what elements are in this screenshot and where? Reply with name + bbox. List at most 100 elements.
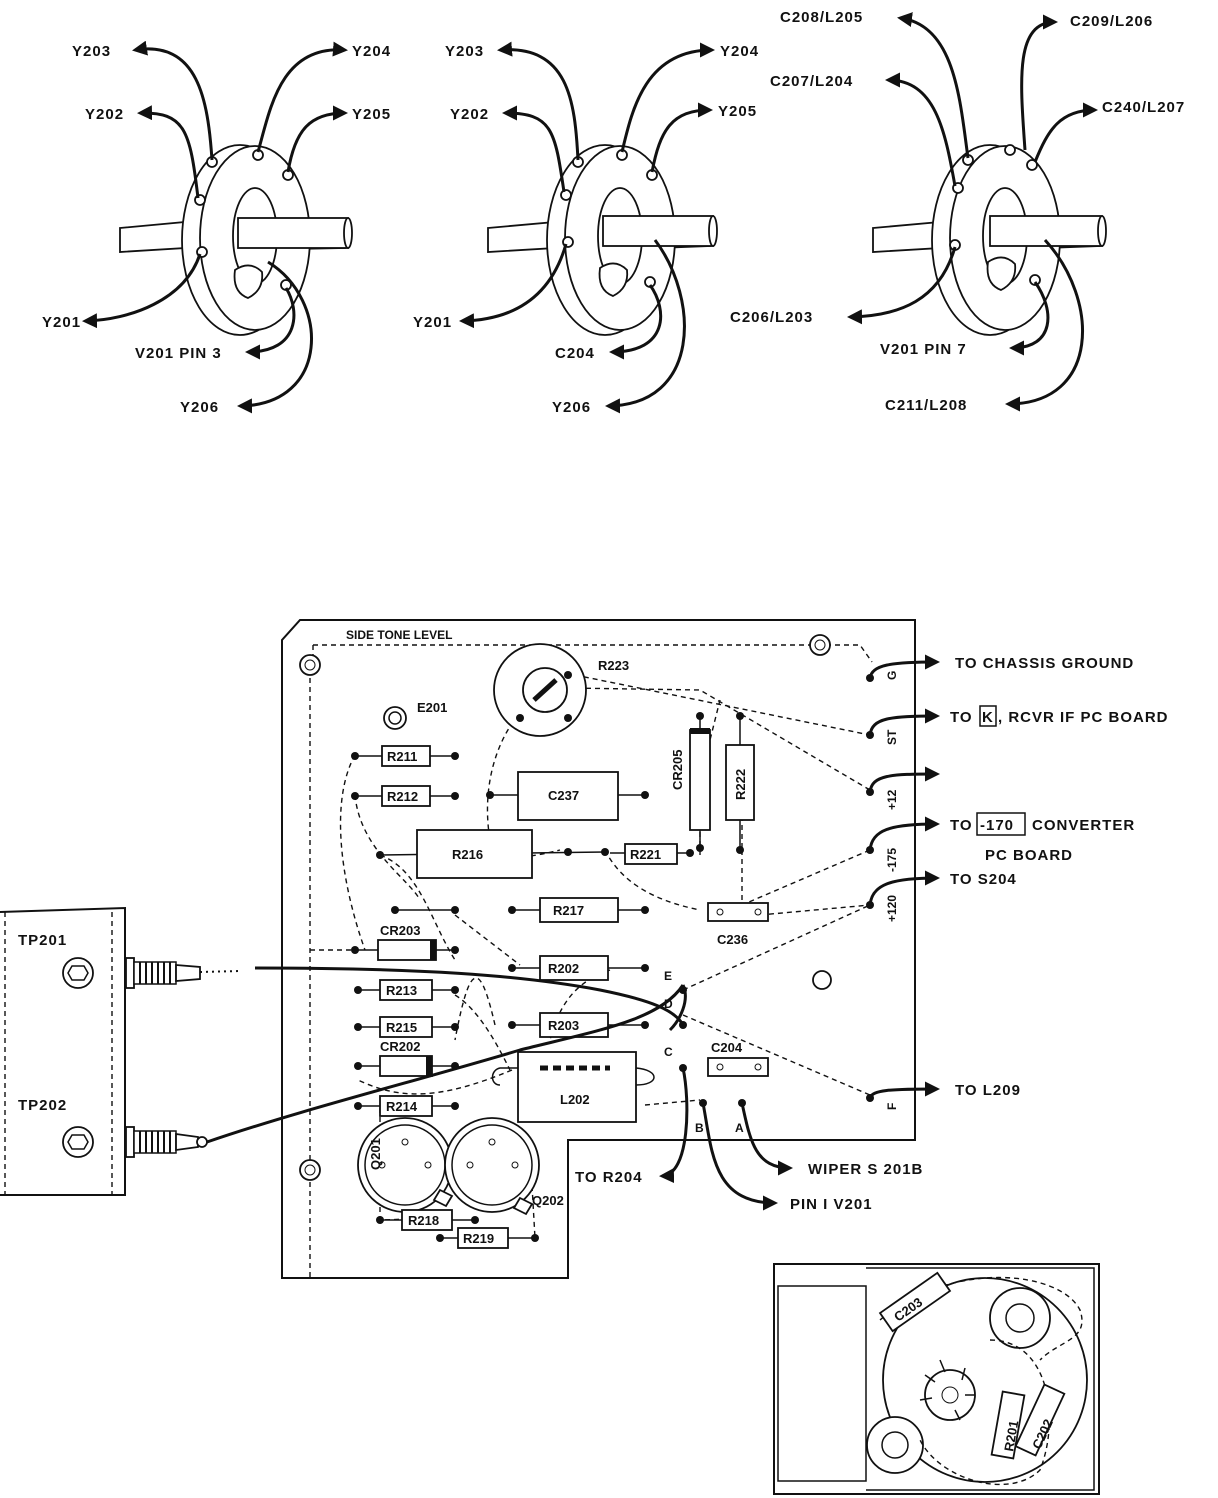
conn-chassis-ground: TO CHASSIS GROUND — [955, 655, 1134, 672]
tp201-jack — [62, 957, 241, 989]
wafer2-label-y204: Y204 — [720, 43, 759, 60]
svg-text:R218: R218 — [408, 1213, 439, 1228]
svg-text:CR202: CR202 — [380, 1039, 420, 1054]
wafer3-label-c208-l205: C208/L205 — [780, 9, 863, 26]
svg-text:C204: C204 — [711, 1040, 743, 1055]
r222: R222 — [725, 712, 755, 854]
r219: R219 — [436, 1227, 539, 1249]
wafer2-label-y205: Y205 — [718, 103, 757, 120]
label-tp201: TP201 — [18, 932, 67, 949]
wafer1-label-y205: Y205 — [352, 106, 391, 123]
conn-rcvr-to: TO — [950, 709, 973, 726]
switch-wafer-1: Y203 Y204 Y202 Y205 Y201 V201 PIN 3 Y206 — [42, 40, 391, 416]
terminal-plus12: +12 — [885, 789, 899, 810]
terminal-st: ST — [885, 729, 899, 745]
q202: Q202 — [444, 1117, 564, 1216]
r221: R221 — [610, 843, 694, 865]
r202: R202 — [508, 955, 649, 981]
svg-text:C236: C236 — [717, 932, 748, 947]
conn-r204: TO R204 — [575, 1169, 643, 1186]
r212: R212 — [351, 785, 459, 807]
terminal-f: F — [885, 1103, 899, 1110]
svg-text:R222: R222 — [733, 769, 748, 800]
wafer3-label-v201-pin7: V201 PIN 7 — [880, 341, 967, 358]
label-tp202: TP202 — [18, 1097, 67, 1114]
c236: C236 — [707, 902, 769, 947]
wafer1-label-y203: Y203 — [72, 43, 111, 60]
wafer1-label-y206: Y206 — [180, 399, 219, 416]
svg-text:C237: C237 — [548, 788, 579, 803]
board-title: SIDE TONE LEVEL — [346, 628, 452, 642]
cr202: CR202 — [354, 1039, 459, 1077]
svg-text:R221: R221 — [630, 847, 661, 862]
r211: R211 — [351, 745, 459, 767]
svg-text:Q201: Q201 — [368, 1138, 383, 1170]
wafer2-label-c204: C204 — [555, 345, 595, 362]
conn-pin1: PIN I V201 — [790, 1196, 873, 1213]
terminal-a: A — [735, 1121, 744, 1135]
c237: C237 — [486, 771, 649, 821]
svg-text:R214: R214 — [386, 1099, 418, 1114]
wafer1-label-y201: Y201 — [42, 314, 81, 331]
l202: L202 — [491, 1051, 655, 1123]
svg-text:R216: R216 — [452, 847, 483, 862]
terminal-minus175: -175 — [885, 848, 899, 872]
svg-text:R203: R203 — [548, 1018, 579, 1033]
terminal-e: E — [664, 969, 672, 983]
svg-text:R202: R202 — [548, 961, 579, 976]
switch-wafer-3: C208/L205 C209/L206 C207/L204 C240/L207 … — [730, 9, 1185, 414]
pc-board: SIDE TONE LEVEL R223 — [281, 619, 916, 1279]
wafer2-label-y203: Y203 — [445, 43, 484, 60]
conn-rcvr-rest: , RCVR IF PC BOARD — [998, 709, 1169, 726]
test-point-panel: TP201 TP202 — [0, 906, 241, 1196]
r214: R214 — [354, 1095, 459, 1117]
conn-converter-box: -170 — [980, 817, 1014, 834]
svg-text:R213: R213 — [386, 983, 417, 998]
svg-text:R212: R212 — [387, 789, 418, 804]
inset-detail: C203 R201 C202 — [773, 1263, 1100, 1495]
terminal-g: G — [885, 671, 899, 680]
r218: R218 — [376, 1209, 479, 1231]
svg-text:CR205: CR205 — [670, 750, 685, 790]
label-e201: E201 — [417, 700, 447, 715]
wafer1-label-y202: Y202 — [85, 106, 124, 123]
r213: R213 — [354, 979, 459, 1001]
q201: Q201 — [357, 1117, 454, 1213]
wafer3-label-c211-l208: C211/L208 — [885, 397, 967, 414]
wafer2-label-y202: Y202 — [450, 106, 489, 123]
svg-text:Q202: Q202 — [532, 1193, 564, 1208]
svg-text:R219: R219 — [463, 1231, 494, 1246]
external-connections: TO CHASSIS GROUND TO K , RCVR IF PC BOAR… — [575, 655, 1169, 1213]
r215: R215 — [354, 1016, 459, 1038]
conn-l209: TO L209 — [955, 1082, 1021, 1099]
wafer3-label-c207-l204: C207/L204 — [770, 73, 853, 90]
terminal-d: D — [664, 997, 673, 1011]
cr205: CR205 — [670, 712, 711, 852]
conn-wiper: WIPER S 201B — [808, 1161, 923, 1178]
wafer1-label-y204: Y204 — [352, 43, 391, 60]
wafer1-label-v201-pin3: V201 PIN 3 — [135, 345, 222, 362]
cr203: CR203 — [351, 906, 459, 961]
wafer3-label-c240-l207: C240/L207 — [1102, 99, 1185, 116]
conn-s204: TO S204 — [950, 871, 1017, 888]
conn-rcvr-box: K — [982, 709, 994, 726]
wafer2-label-y201: Y201 — [413, 314, 452, 331]
tp202-jack — [62, 1126, 208, 1158]
terminal-c: C — [664, 1045, 673, 1059]
conn-converter-line2: PC BOARD — [985, 847, 1073, 864]
svg-text:L202: L202 — [560, 1092, 590, 1107]
conn-converter-to: TO — [950, 817, 973, 834]
terminal-plus120: +120 — [885, 895, 899, 922]
svg-text:CR203: CR203 — [380, 923, 420, 938]
board-outline — [281, 619, 916, 1279]
terminal-b: B — [695, 1121, 704, 1135]
wafer2-label-y206: Y206 — [552, 399, 591, 416]
svg-text:R215: R215 — [386, 1020, 417, 1035]
wafer3-label-c206-l203: C206/L203 — [730, 309, 813, 326]
svg-text:R211: R211 — [387, 749, 417, 764]
r217: R217 — [508, 897, 649, 923]
wafer3-label-c209-l206: C209/L206 — [1070, 13, 1153, 30]
r216: R216 — [376, 829, 609, 879]
svg-text:R217: R217 — [553, 903, 584, 918]
